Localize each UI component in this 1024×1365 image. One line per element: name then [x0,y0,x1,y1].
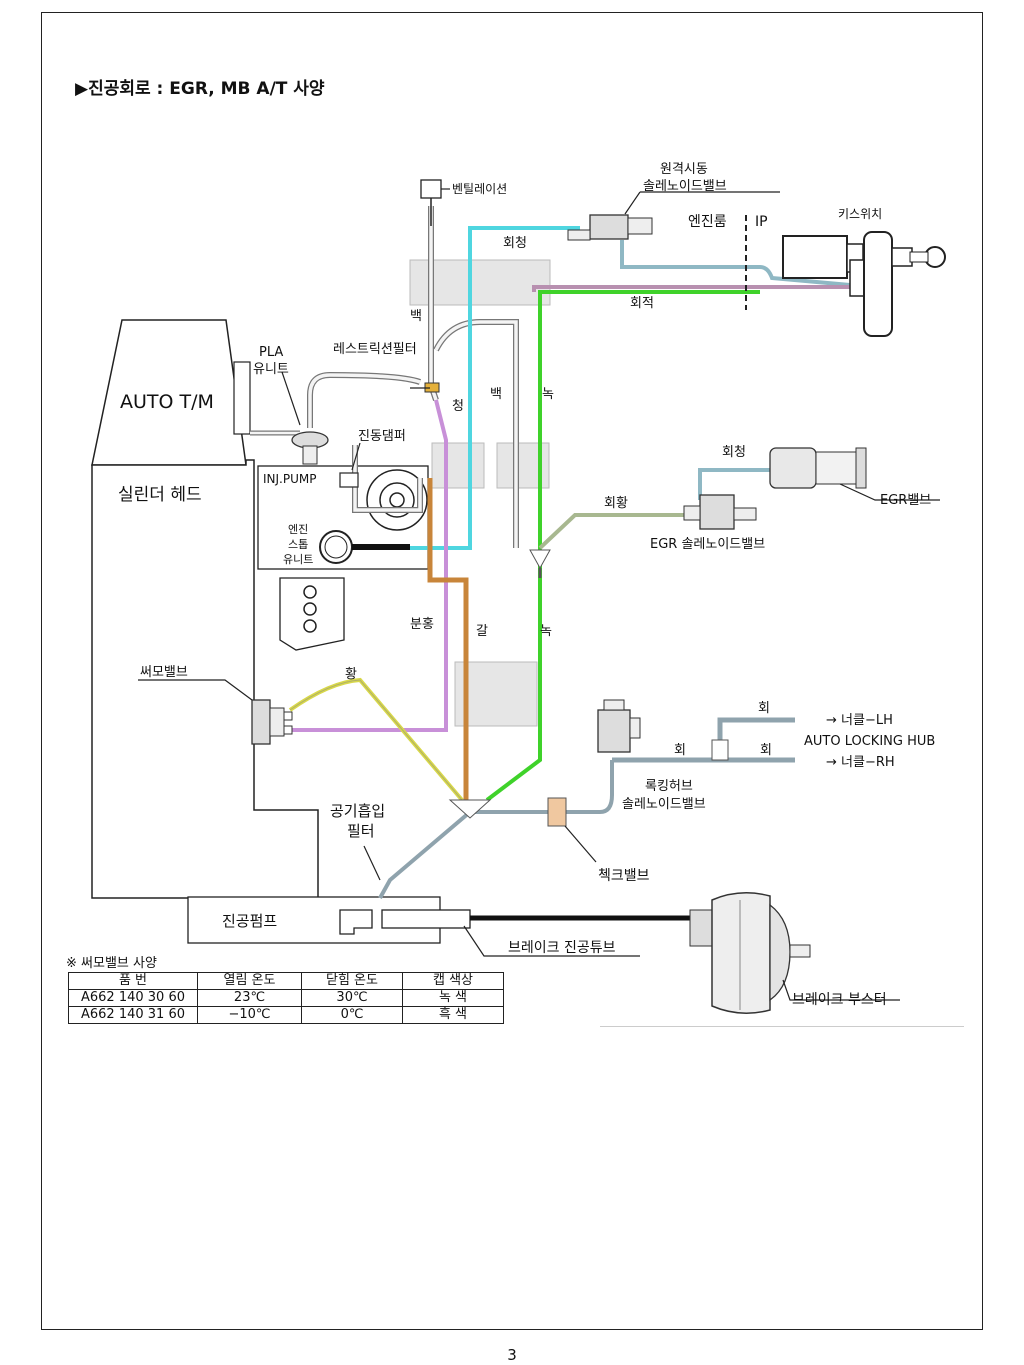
key-switch-label: 키스위치 [838,207,882,221]
egr-valve-icon [769,447,867,489]
yellow-hose [288,677,464,802]
hose-label-gray-3: 회 [760,743,772,758]
hose-label-gray-red: 회적 [630,296,654,311]
pla-unit-label: PLA [259,345,283,360]
engine-stop-label: 엔진 [288,523,308,536]
restriction-filter-label: 레스트릭션필터 [333,342,417,357]
engine-stop-label-3: 유니트 [283,553,313,566]
pink-hose [290,399,448,732]
table-header: 캡 색상 [402,972,504,990]
engine-room-label: 엔진룸 [688,214,727,230]
hose-label-gray-blue-top: 회청 [503,236,527,251]
table-cell: 23℃ [197,989,302,1007]
cyan-hose [410,226,580,550]
air-filter-label-2: 필터 [347,822,375,840]
table-row: A662 140 30 60 23℃ 30℃ 녹 색 [68,989,504,1007]
locking-hub-solenoid-icon [597,699,641,753]
thermo-spec-table: 품 번 열림 온도 닫힘 온도 캡 색상 A662 140 30 60 23℃ … [68,972,504,1024]
hose-label-yellow: 황 [345,667,357,682]
egr-solenoid-label: EGR 솔레노이드밸브 [650,537,765,552]
vacuum-pump-label: 진공펌프 [222,912,277,930]
hose-label-blue: 청 [452,399,464,414]
hose-label-brown: 갈 [476,624,488,639]
brake-booster-label: 브레이크 부스터 [792,992,887,1008]
hose-label-green-2: 녹 [540,624,552,639]
table-cell: −10℃ [197,1006,302,1024]
separator-line [600,1026,964,1027]
hose-label-white-2: 백 [490,387,502,402]
vibration-damper-label: 진동댐퍼 [358,429,406,444]
hose-label-white-1: 백 [410,309,422,324]
air-filter-label: 공기흡입 [330,802,385,820]
hose-label-gray-yellow: 회황 [604,496,628,511]
table-header: 닫힘 온도 [301,972,403,990]
cylinder-head-outline [91,459,319,899]
remote-start-valve-icon [567,214,653,241]
knuckle-lh-label: → 너클−LH [826,713,893,728]
brake-tube-label: 브레이크 진공튜브 [508,940,616,956]
hose-label-green-1: 녹 [542,387,554,402]
table-header-row: 품 번 열림 온도 닫힘 온도 캡 색상 [68,972,504,990]
ventilation-label: 벤틸레이션 [452,182,507,196]
hose-label-gray-2: 회 [674,743,686,758]
thermo-spec-note: ※ 써모밸브 사양 [66,956,157,971]
hose-label-gray-1: 회 [758,701,770,716]
hose-label-gray-blue-egr: 회청 [722,445,746,460]
auto-tm-label: AUTO T/M [120,391,214,413]
table-header: 품 번 [68,972,198,990]
remote-start-valve-label: 원격시동 [660,162,708,177]
pla-unit-icon [291,431,329,465]
cylinder-head-label: 실린더 헤드 [118,485,202,505]
table-cell: 30℃ [301,989,403,1007]
key-switch-icon [782,231,946,337]
egr-solenoid-icon [683,494,757,530]
vibration-damper-icon [339,472,359,488]
engine-stop-label-2: 스톱 [288,538,308,551]
brake-booster-icon [689,892,811,1014]
egr-valve-label: EGR밸브 [880,493,931,508]
pla-unit-label-2: 유니트 [253,362,289,377]
inj-pump-label: INJ.PUMP [263,472,316,486]
thermo-valve-icon [251,699,293,745]
check-valve-label: 첵크밸브 [598,868,650,884]
remote-start-valve-label-2: 솔레노이드밸브 [643,179,727,194]
knuckle-rh-label: → 너클−RH [826,755,895,770]
table-cell: 흑 색 [402,1006,504,1024]
hose-label-pink: 분홍 [410,617,434,632]
auto-locking-hub-label: AUTO LOCKING HUB [804,734,935,749]
table-cell: 0℃ [301,1006,403,1024]
table-cell: 녹 색 [402,989,504,1007]
table-row: A662 140 31 60 −10℃ 0℃ 흑 색 [68,1006,504,1024]
page-title: ▶진공회로 : EGR, MB A/T 사양 [75,79,325,99]
locking-hub-label: 록킹허브 [645,779,693,794]
brown-hose [427,478,469,800]
green-hose [538,290,760,548]
table-cell: A662 140 31 60 [68,1006,198,1024]
table-cell: A662 140 30 60 [68,989,198,1007]
ip-label: IP [755,214,768,230]
table-header: 열림 온도 [197,972,302,990]
locking-hub-label-2: 솔레노이드밸브 [622,797,706,812]
page-number: 3 [507,1346,517,1364]
check-valve-icon [547,797,567,827]
page-frame [41,12,983,1330]
thermo-valve-label: 써모밸브 [140,665,188,680]
